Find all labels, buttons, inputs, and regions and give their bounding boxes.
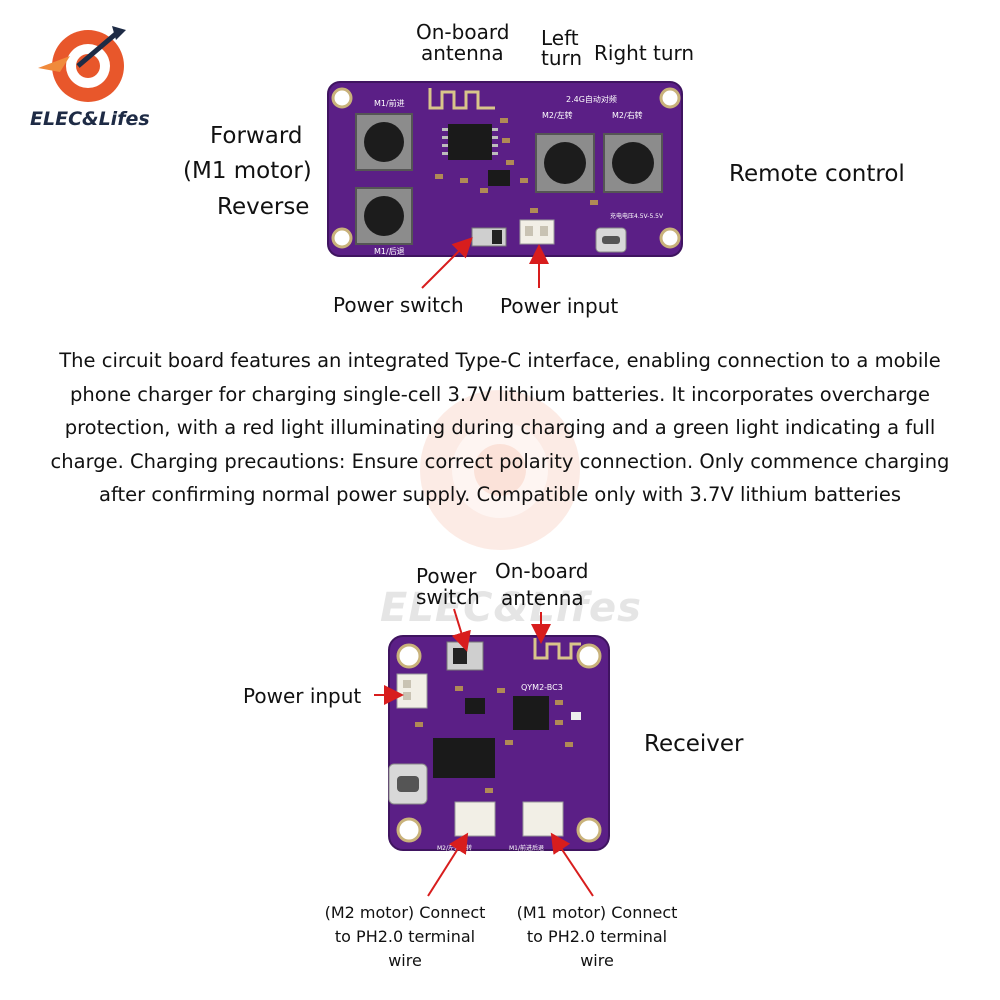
silk-m2-right: M2/右转 xyxy=(612,110,643,120)
receiver-antenna-label-line2: antenna xyxy=(501,586,584,610)
silk-receiver-m1: M1/前进后退 xyxy=(509,844,544,852)
forward-label-line1: Forward xyxy=(210,123,303,149)
receiver-power-input-label: Power input xyxy=(243,684,362,708)
silk-voltage: 充电电压4.5V-5.5V xyxy=(610,212,664,220)
brand-logo-icon xyxy=(38,26,126,102)
remote-title: Remote control xyxy=(729,161,905,187)
remote-power-switch-label: Power switch xyxy=(333,293,464,317)
watermark-logo-icon xyxy=(420,390,580,550)
brand-name: ELEC&Lifes xyxy=(30,108,150,130)
silk-receiver-model: QYM2-BC3 xyxy=(521,683,563,692)
remote-arrows xyxy=(421,237,549,289)
watermark-text: ELEC&Lifes xyxy=(380,585,642,631)
receiver-arrows xyxy=(374,608,594,897)
receiver-power-switch-label-line1: Power xyxy=(416,564,477,588)
left-turn-label-line2: turn xyxy=(541,46,583,70)
remote-board-image: M1/前进 M1/后退 M2/左转 M2/右转 2.4G自动对频 充电电压4.5… xyxy=(327,81,683,257)
m1-motor-label: (M1 motor) Connect to PH2.0 terminal wir… xyxy=(502,901,692,973)
m2-motor-label: (M2 motor) Connect to PH2.0 terminal wir… xyxy=(310,901,500,973)
m1-motor-label-line3: wire xyxy=(580,951,614,970)
silk-m2-left: M2/左转 xyxy=(542,110,573,120)
description-text: The circuit board features an integrated… xyxy=(50,349,950,506)
reverse-label: Reverse xyxy=(217,194,310,220)
remote-antenna-label-line1: On-board xyxy=(416,20,510,44)
m2-motor-label-line3: wire xyxy=(388,951,422,970)
receiver-title: Receiver xyxy=(644,731,744,757)
silk-m1-forward: M1/前进 xyxy=(374,98,405,108)
right-turn-label: Right turn xyxy=(594,41,695,65)
remote-antenna-label-line2: antenna xyxy=(421,41,504,65)
m2-motor-label-line2: to PH2.0 terminal xyxy=(334,927,476,946)
left-turn-label-line1: Left xyxy=(541,26,579,50)
receiver-antenna-label-line1: On-board xyxy=(495,559,589,583)
receiver-power-switch-label-line2: switch xyxy=(416,585,480,609)
m1-motor-label-line1: (M1 motor) Connect xyxy=(516,903,678,922)
m1-motor-label-line2: to PH2.0 terminal xyxy=(526,927,668,946)
silk-pairing: 2.4G自动对频 xyxy=(566,94,617,104)
remote-power-input-label: Power input xyxy=(500,294,619,318)
silk-m1-reverse: M1/后退 xyxy=(374,246,405,256)
m2-motor-label-line1: (M2 motor) Connect xyxy=(324,903,486,922)
forward-label-line2: (M1 motor) xyxy=(183,158,312,184)
